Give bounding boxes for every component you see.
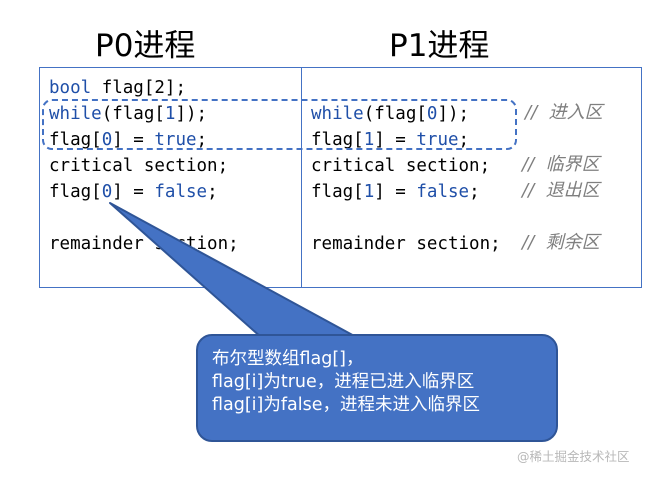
- p1-line-set-true: flag[1] = true;: [311, 130, 470, 150]
- p0-line-declare: bool flag[2];: [49, 78, 186, 98]
- p1-line-set-false: flag[1] = false;: [311, 182, 480, 202]
- p0-title: P0进程: [95, 28, 196, 64]
- watermark: @稀土掘金技术社区: [517, 449, 630, 464]
- comment-exit-section: // 退出区: [522, 180, 600, 201]
- p1-line-remainder: remainder section;: [311, 234, 501, 254]
- p0-line-critical: critical section;: [49, 156, 229, 176]
- comment-entry-section: // 进入区: [525, 102, 603, 123]
- p0-line-while: while(flag[1]);: [49, 104, 208, 124]
- p0-line-set-true: flag[0] = true;: [49, 130, 208, 150]
- callout-line-2: flag[i]为true，进程已进入临界区: [212, 372, 475, 392]
- flag-explanation-callout: 布尔型数组flag[]， flag[i]为true，进程已进入临界区 flag[…: [196, 334, 558, 442]
- callout-line-3: flag[i]为false，进程未进入临界区: [212, 395, 481, 415]
- comment-critical-section: // 临界区: [522, 154, 600, 175]
- p1-title: P1进程: [389, 28, 490, 64]
- comment-remainder-section: // 剩余区: [522, 232, 600, 253]
- p0-line-set-false: flag[0] = false;: [49, 182, 218, 202]
- entry-section-highlight: [42, 99, 517, 150]
- column-divider: [301, 67, 302, 288]
- p1-line-critical: critical section;: [311, 156, 491, 176]
- code-table: [39, 67, 642, 288]
- callout-line-1: 布尔型数组flag[]，: [212, 349, 364, 369]
- p1-line-while: while(flag[0]);: [311, 104, 470, 124]
